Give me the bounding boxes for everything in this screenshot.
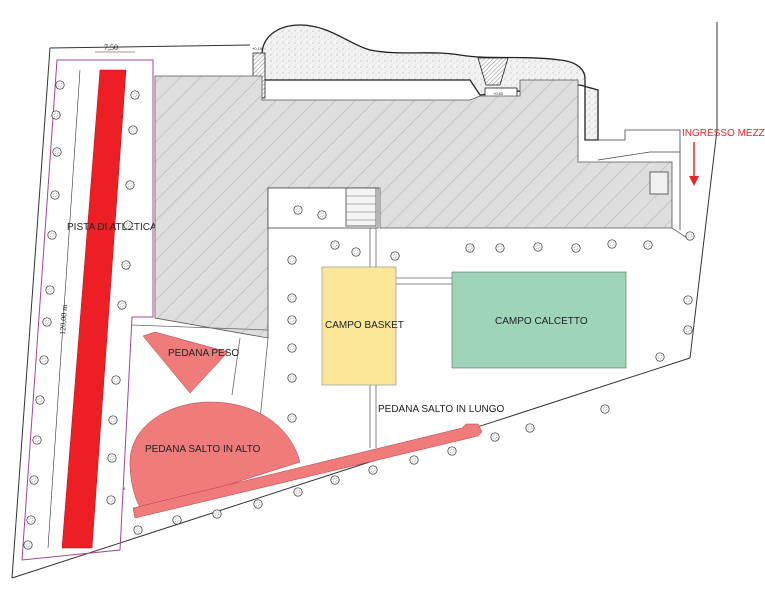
tree-icon (51, 110, 61, 120)
track-width-label: 7,50 (104, 43, 118, 52)
tree-icon (26, 515, 36, 525)
tree-icon (447, 446, 457, 456)
boundary-west-edge (11, 47, 51, 579)
high-jump-label: PEDANA SALTO IN ALTO (145, 444, 261, 455)
tree-icon (108, 415, 118, 425)
tree-icon (330, 240, 340, 250)
gate-box (649, 171, 669, 195)
level-label-3: 4 (123, 486, 126, 491)
tree-icon (465, 243, 475, 253)
tree-icon (351, 247, 361, 257)
tree-icon (287, 373, 297, 383)
tree-icon (317, 210, 327, 220)
stair-block (345, 187, 377, 227)
tree-icon (35, 395, 45, 405)
tree-icon (600, 404, 610, 414)
tree-icon (42, 317, 52, 327)
level-label-1: +0,15 (252, 46, 263, 51)
basket-court (321, 266, 397, 386)
service-road (597, 151, 680, 161)
tree-icon (253, 499, 263, 509)
tree-icon (107, 453, 117, 463)
basket-label: CAMPO BASKET (325, 320, 404, 331)
tree-icon (133, 525, 143, 535)
boundary-west (49, 44, 251, 49)
long-jump-runway (132, 423, 483, 519)
tree-icon (45, 285, 55, 295)
tree-icon (55, 80, 65, 90)
tree-icon (212, 509, 222, 519)
tree-icon (128, 125, 138, 135)
tree-icon (106, 495, 116, 505)
tree-icon (111, 375, 121, 385)
tree-icon (607, 239, 617, 249)
tree-icon (368, 465, 378, 475)
tree-icon (123, 220, 133, 230)
tree-icon (287, 293, 297, 303)
tree-icon (293, 487, 303, 497)
track-length-dim-line (47, 69, 81, 549)
tree-icon (287, 255, 297, 265)
tree-icon (32, 435, 42, 445)
high-jump-area (129, 401, 301, 513)
tree-icon (52, 147, 62, 157)
tree-icon (125, 180, 135, 190)
tree-icon (23, 540, 33, 550)
tree-icon (495, 243, 505, 253)
track-boundary (21, 59, 154, 561)
tree-icon (409, 455, 419, 465)
tree-icon (39, 355, 49, 365)
calcetto-label: CAMPO CALCETTO (495, 316, 588, 327)
tree-icon (287, 315, 297, 325)
boundary-east (689, 22, 718, 359)
tree-icon (121, 260, 131, 270)
tree-icon (571, 243, 581, 253)
track-length-label: 120,00 m (58, 304, 69, 336)
entrance-arrow-icon (689, 176, 699, 186)
tree-icon (172, 515, 182, 525)
tree-icon (293, 205, 303, 215)
stairs-lines (346, 195, 376, 221)
tree-icon (390, 251, 400, 261)
tree-icon (683, 295, 693, 305)
track-label: PISTA DI ATLETICA (67, 222, 157, 233)
wall-block-2 (477, 57, 509, 86)
entrance-label: INGRESSO MEZZI (682, 128, 765, 139)
tree-icon (287, 343, 297, 353)
tree-icon (287, 413, 297, 423)
gravel-garden (261, 24, 599, 141)
tree-icon (490, 432, 500, 442)
tree-icon (130, 90, 140, 100)
tree-icon (655, 352, 665, 362)
long-jump-label: PEDANA SALTO IN LUNGO (378, 404, 505, 415)
site-boundary (11, 22, 718, 579)
tree-icon (117, 300, 127, 310)
east-building (585, 129, 681, 230)
level-label-2: +0,60 (493, 91, 504, 96)
shot-put-area (142, 331, 229, 394)
tree-icon (533, 242, 543, 252)
tree-icon (525, 423, 535, 433)
athletics-track (61, 69, 127, 549)
trees (23, 80, 695, 550)
shot-put-label: PEDANA PESO (168, 348, 239, 359)
tree-icon (29, 475, 39, 485)
boundary-south (11, 357, 691, 579)
tree-icon (683, 325, 693, 335)
tree-icon (643, 240, 653, 250)
tree-icon (47, 230, 57, 240)
calcetto-court (451, 271, 627, 369)
tree-icon (330, 475, 340, 485)
tree-icon (685, 231, 695, 241)
tree-icon (50, 190, 60, 200)
